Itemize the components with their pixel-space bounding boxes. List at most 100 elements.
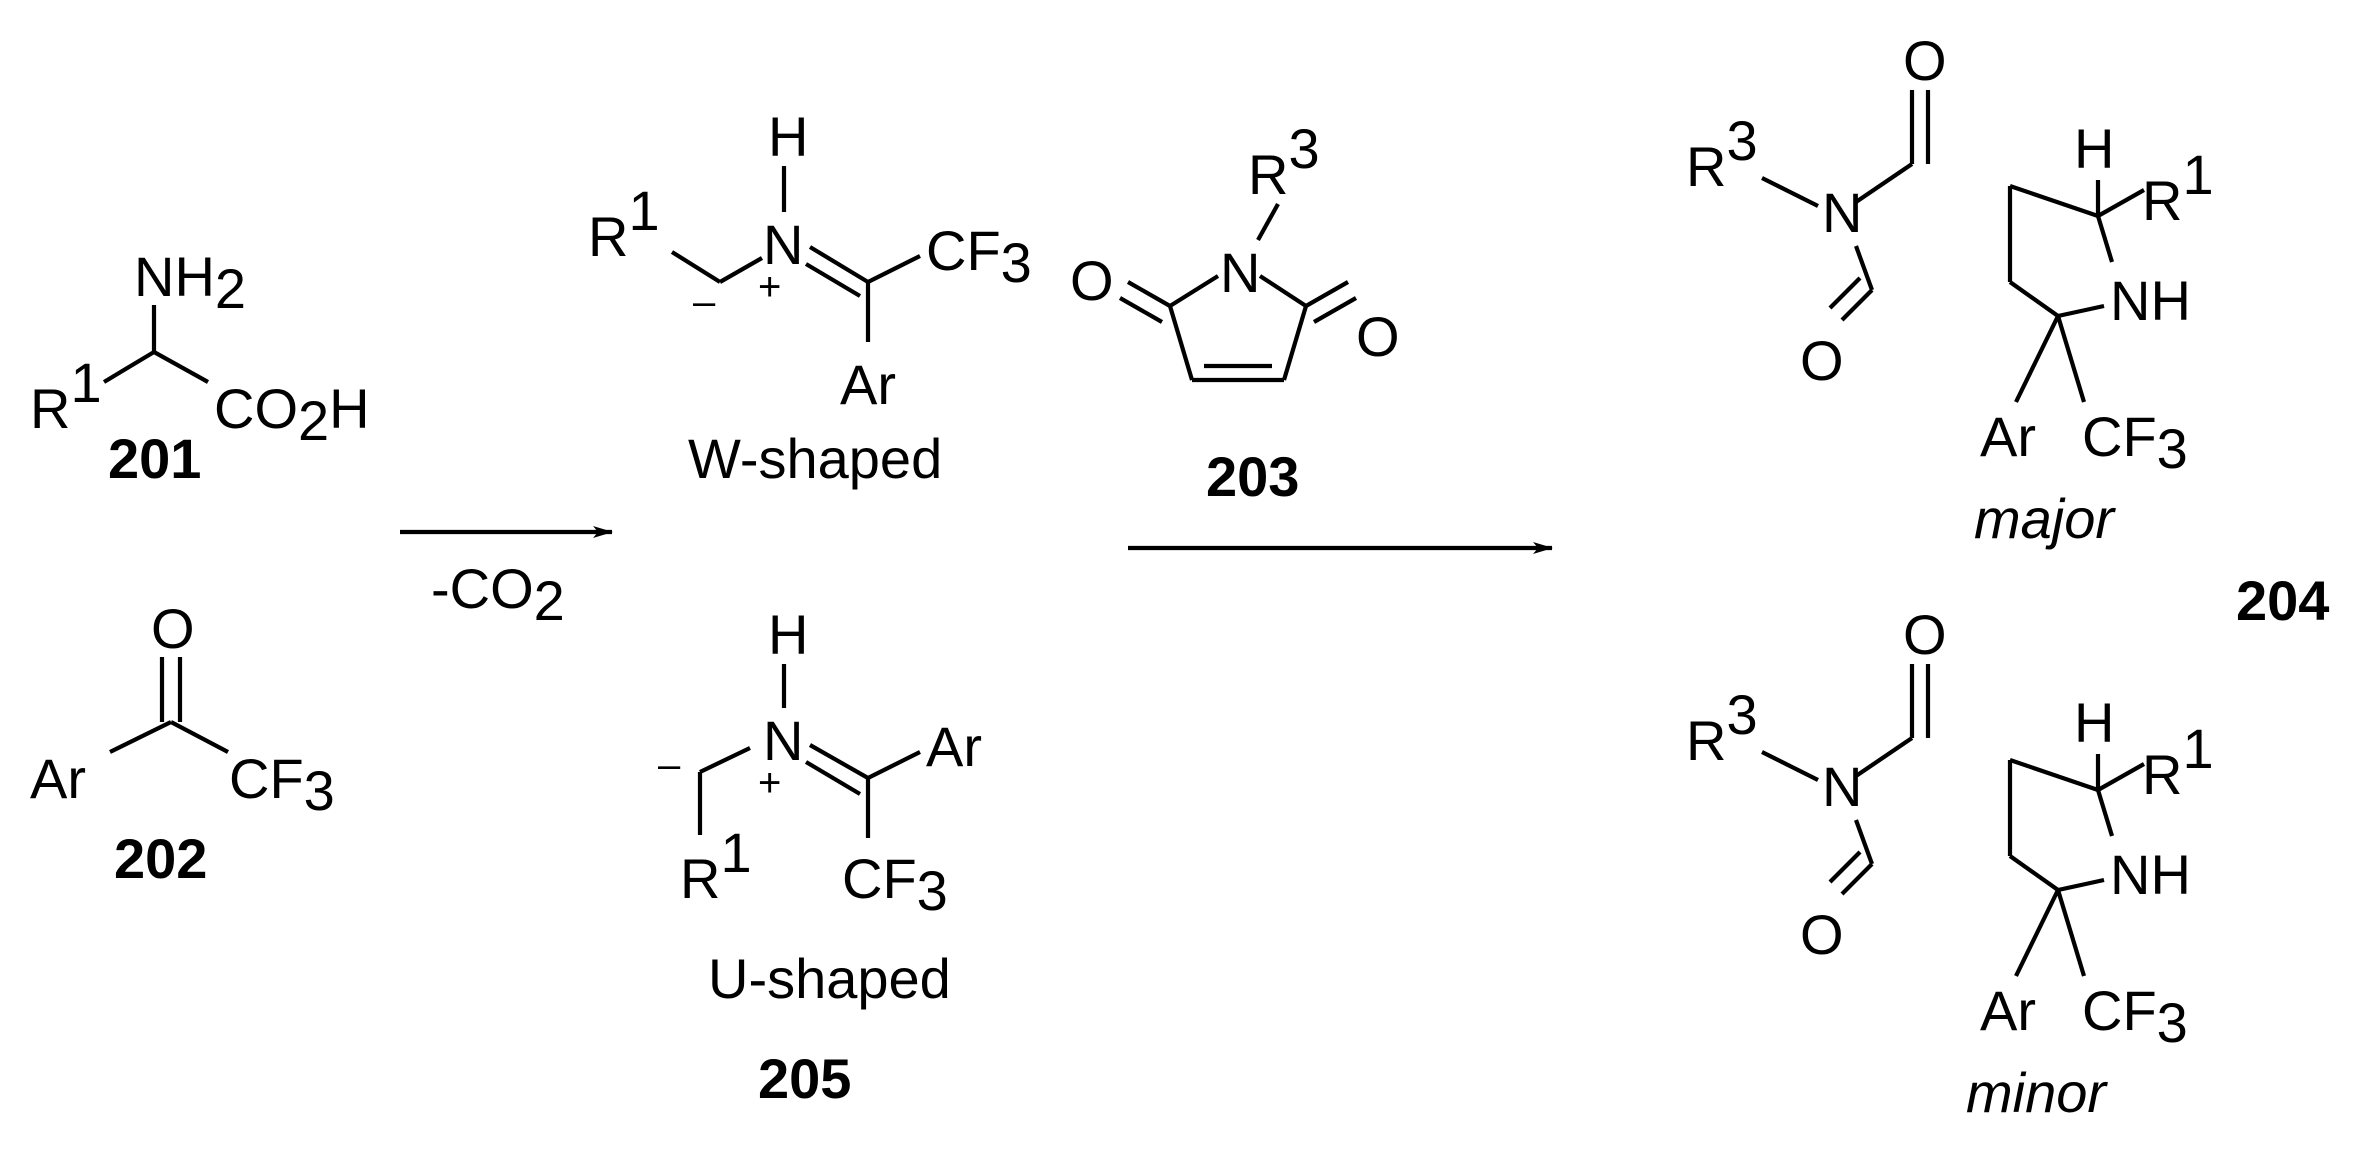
bond (867, 254, 921, 284)
minor-label: minor (1966, 1061, 2108, 1124)
nitrogen-label: N (1822, 181, 1862, 244)
nitrogen-label: N (1220, 241, 1260, 304)
w-shaped-ylide: H N + R1 – CF3 Ar W-shaped (588, 105, 1032, 490)
bond (1168, 274, 1220, 308)
r1-label: R1 (2142, 717, 2214, 806)
compound-204-major: R3 N O O H R1 NH Ar CF3 major (1686, 29, 2214, 550)
bond (2014, 315, 2060, 403)
compound-204-minor: R3 N O O H R1 NH Ar CF3 minor (1686, 603, 2214, 1124)
bond (1761, 750, 1819, 782)
bond (1167, 305, 1195, 381)
bond (1118, 296, 1164, 324)
bond (1761, 176, 1819, 208)
bond (102, 350, 156, 384)
u-shaped-ylide-205: H N + – R1 Ar CF3 U-shaped 205 (658, 603, 982, 1110)
oxygen-bottom-label: O (1800, 903, 1844, 966)
cf3-label: CF3 (2082, 405, 2188, 480)
bond (2096, 762, 2146, 792)
nitrogen-label: N (1822, 755, 1862, 818)
co2h-label: CO2H (214, 377, 370, 452)
bond (1828, 850, 1862, 884)
bond (804, 760, 862, 796)
r1-label: R1 (680, 821, 752, 910)
r1-label: R1 (30, 351, 102, 440)
bond (1854, 736, 1914, 778)
bond (2009, 758, 2099, 792)
u-shaped-caption: U-shaped (708, 947, 951, 1010)
bond (1312, 296, 1358, 324)
plus-charge: + (758, 761, 781, 805)
compound-number-203: 203 (1206, 445, 1299, 508)
nitrogen-label: N (763, 213, 803, 276)
bond (2057, 877, 2105, 893)
r3-label: R3 (1248, 117, 1320, 206)
bond (1854, 162, 1914, 204)
ar-label: Ar (1980, 405, 2036, 468)
ar-label: Ar (30, 747, 86, 810)
bond (2095, 215, 2115, 263)
arrow-decarboxylation: -CO2 (400, 526, 613, 632)
oxygen-right-label: O (1356, 305, 1400, 368)
bond (2055, 889, 2087, 977)
bond (1258, 274, 1308, 308)
bond (170, 720, 229, 754)
bond (1854, 819, 1874, 865)
bond (808, 245, 870, 284)
compound-number-201: 201 (108, 427, 201, 490)
bond (808, 743, 870, 780)
hydrogen-label: H (2074, 691, 2114, 754)
oxygen-left-label: O (1070, 249, 1114, 312)
bond (2057, 303, 2105, 319)
bond (109, 720, 172, 754)
compound-number-202: 202 (114, 827, 207, 890)
cf3-label: CF3 (229, 747, 335, 822)
nh-label: NH (2110, 843, 2191, 906)
bond (804, 262, 862, 298)
w-shaped-caption: W-shaped (688, 427, 942, 490)
bond (1126, 280, 1172, 308)
bond (699, 746, 751, 774)
bond (2096, 188, 2146, 218)
hydrogen-label: H (2074, 117, 2114, 180)
bond (152, 350, 210, 384)
minus-charge: – (658, 743, 681, 787)
compound-202: O Ar CF3 202 (30, 597, 335, 890)
ar-label: Ar (840, 353, 896, 416)
r1-label: R1 (2142, 143, 2214, 232)
bond (1854, 245, 1874, 291)
arrow-label: -CO2 (431, 557, 565, 632)
bond (2009, 184, 2099, 218)
r3-label: R3 (1686, 109, 1758, 198)
bond (670, 250, 722, 284)
bond (2008, 854, 2060, 892)
bond (1840, 862, 1874, 896)
compound-number-204: 204 (2236, 569, 2329, 632)
hydrogen-label: H (768, 105, 808, 168)
oxygen-top-label: O (1903, 603, 1947, 666)
oxygen-top-label: O (1903, 29, 1947, 92)
bond (2055, 315, 2087, 403)
hydrogen-label: H (768, 603, 808, 666)
ar-label: Ar (1980, 979, 2036, 1042)
nh-label: NH (2110, 269, 2191, 332)
minus-charge: – (693, 280, 716, 324)
bond (867, 750, 921, 780)
major-label: major (1974, 487, 2116, 550)
plus-charge: + (758, 265, 781, 309)
cf3-label: CF3 (842, 847, 948, 922)
nh2-label: NH2 (134, 245, 246, 320)
r3-label: R3 (1686, 683, 1758, 772)
cf3-label: CF3 (926, 219, 1032, 294)
bond (2008, 280, 2060, 318)
compound-201: NH2 R1 CO2H 201 (30, 245, 370, 490)
bond (1304, 280, 1350, 308)
bond (2095, 789, 2115, 837)
cf3-label: CF3 (2082, 979, 2188, 1054)
nitrogen-label: N (763, 709, 803, 772)
compound-203-maleimide: R3 N O O 203 (1070, 117, 1400, 508)
bond (1828, 276, 1862, 310)
oxygen-bottom-label: O (1800, 329, 1844, 392)
compound-number-205: 205 (758, 1047, 851, 1110)
bond (1840, 288, 1874, 322)
